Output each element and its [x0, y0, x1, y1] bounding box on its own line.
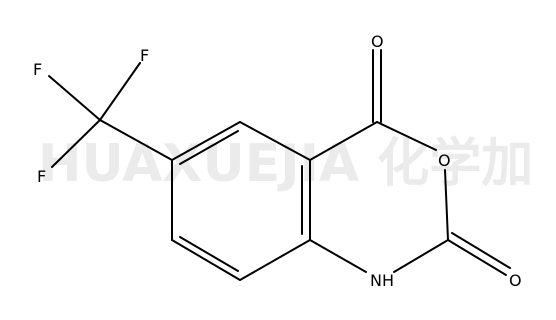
bond-c-f2 [99, 62, 141, 121]
bond-c-f3 [51, 119, 101, 168]
bond-c2-c8 [309, 121, 378, 161]
bond-c9-n [393, 239, 449, 273]
bond-c9-o-right-b [451, 232, 511, 269]
atom-label-oxygen-carbonyl-right: O [509, 271, 522, 290]
bond-c9-o-right-a [447, 239, 507, 276]
bond-o-ring-c9 [444, 169, 449, 241]
bond-c6-c1-inner [179, 130, 239, 165]
bond-c-f1 [48, 75, 101, 121]
bond-c1-c2 [239, 121, 311, 161]
bond-n-c3 [309, 239, 367, 273]
bond-c4-c5-inner [179, 236, 239, 272]
atom-label-oxygen-carbonyl-top: O [371, 32, 384, 51]
atom-label-nh: NH [370, 271, 394, 290]
atom-label-fluorine-3: F [37, 167, 46, 186]
watermark-text: HUAXUEJIA 化学加 [38, 134, 533, 194]
bond-ring-cf3 [99, 119, 173, 161]
bond-c4-c5 [171, 239, 241, 281]
bond-c3-c4 [239, 239, 311, 281]
atom-label-fluorine-2: F [140, 46, 149, 65]
atom-label-oxygen-ring: O [438, 151, 451, 170]
atom-label-fluorine-1: F [33, 60, 42, 79]
bond-c6-c1 [171, 121, 241, 161]
bond-c8-o-ring [376, 121, 437, 151]
